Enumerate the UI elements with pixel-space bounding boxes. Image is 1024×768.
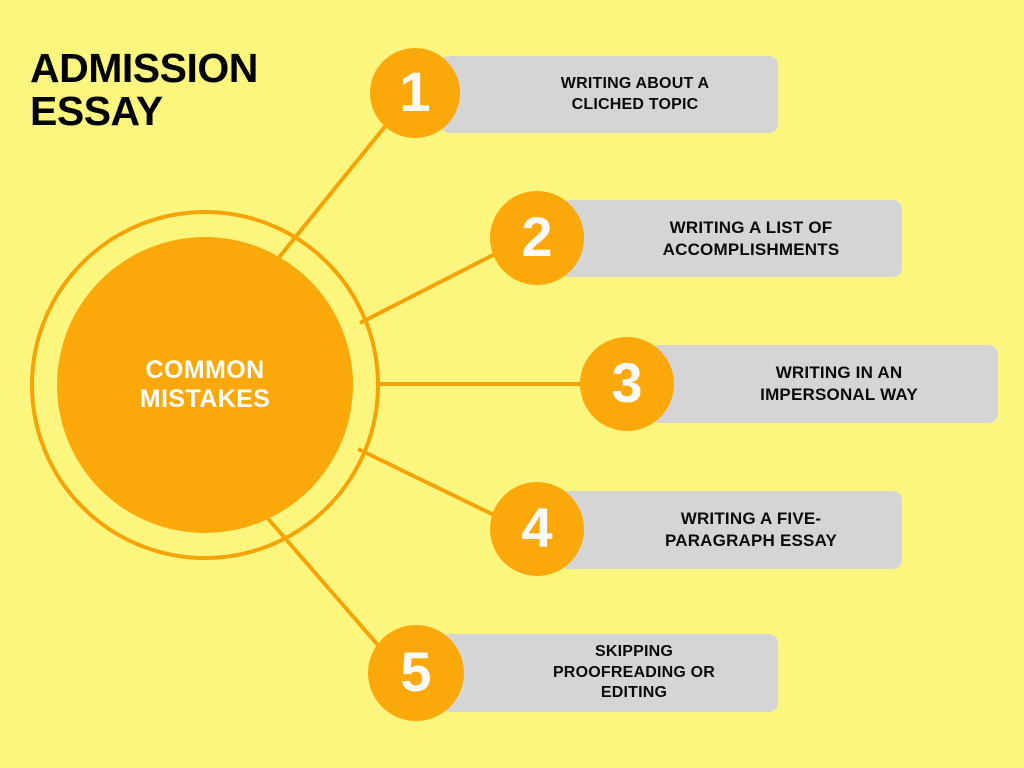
item-number: 3 [611, 351, 643, 414]
item-number-badge[interactable]: 2 [490, 191, 584, 285]
item-number-badge[interactable]: 1 [370, 48, 460, 138]
item-number-badge[interactable]: 4 [490, 482, 584, 576]
item-label: Writing in an impersonal way [760, 363, 918, 404]
hub-center-circle[interactable]: Common Mistakes [57, 237, 353, 533]
item-label: Writing a five- paragraph essay [664, 509, 838, 550]
item-number-badge[interactable]: 5 [368, 625, 464, 721]
hub-label: Common Mistakes [139, 355, 271, 414]
item-card[interactable]: Writing in an impersonal way [650, 345, 998, 423]
item-label: Writing about a cliched topic [560, 75, 710, 113]
item-card[interactable]: Writing about a cliched topic [440, 56, 778, 133]
item-label: Skipping proofreading or editing [552, 643, 716, 702]
item-label: Writing a list of accomplishments [662, 217, 840, 259]
connector-line-4 [357, 447, 501, 520]
item-number: 5 [400, 640, 432, 703]
item-number: 4 [521, 496, 553, 559]
page-title: Admission Essay [30, 45, 258, 135]
item-number: 2 [521, 205, 553, 268]
item-card[interactable]: Writing a list of accomplishments [560, 200, 902, 277]
connector-line-2 [359, 251, 498, 325]
item-number: 1 [399, 60, 431, 123]
hub-outer-ring [30, 210, 380, 560]
item-number-badge[interactable]: 3 [580, 337, 674, 431]
item-card[interactable]: Writing a five- paragraph essay [560, 491, 902, 569]
item-card[interactable]: Skipping proofreading or editing [440, 634, 778, 712]
